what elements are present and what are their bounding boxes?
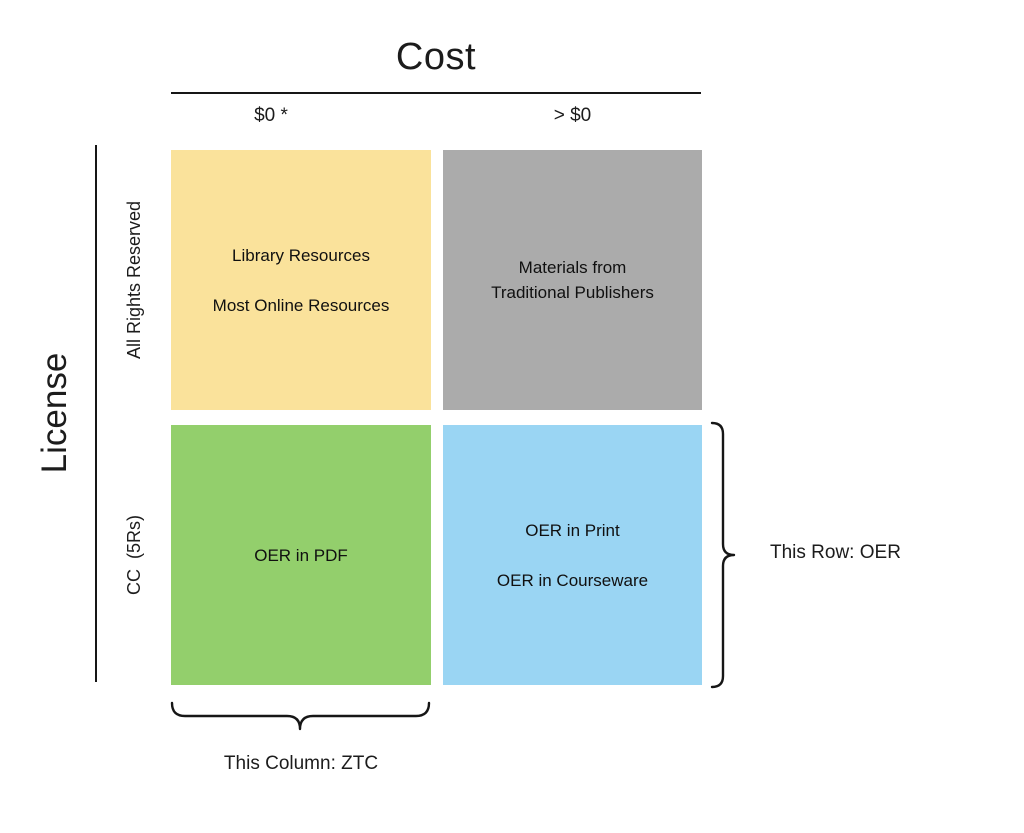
license-axis-title: License <box>35 352 74 474</box>
cost-axis-title: Cost <box>395 36 477 78</box>
cell-traditional-publishers: Materials from Traditional Publishers <box>443 150 702 410</box>
cell-library-resources: Library Resources Most Online Resources <box>171 150 431 410</box>
row-annotation-oer: This Row: OER <box>770 542 901 563</box>
row-header-all-rights-reserved: All Rights Reserved <box>124 200 144 360</box>
column-header-zero-dollars: $0 * <box>254 105 288 126</box>
column-curly-brace-icon <box>170 701 431 731</box>
cell-oer-in-print-courseware: OER in Print OER in Courseware <box>443 425 702 685</box>
cell-oer-in-pdf: OER in PDF <box>171 425 431 685</box>
row-header-cc-5rs: CC (5Rs) <box>124 515 144 595</box>
cost-axis-line <box>171 92 701 94</box>
row-curly-brace-icon <box>710 421 736 689</box>
license-axis-line <box>95 145 97 682</box>
column-header-greater-than-zero: > $0 <box>553 105 592 126</box>
column-annotation-ztc: This Column: ZTC <box>223 753 379 774</box>
